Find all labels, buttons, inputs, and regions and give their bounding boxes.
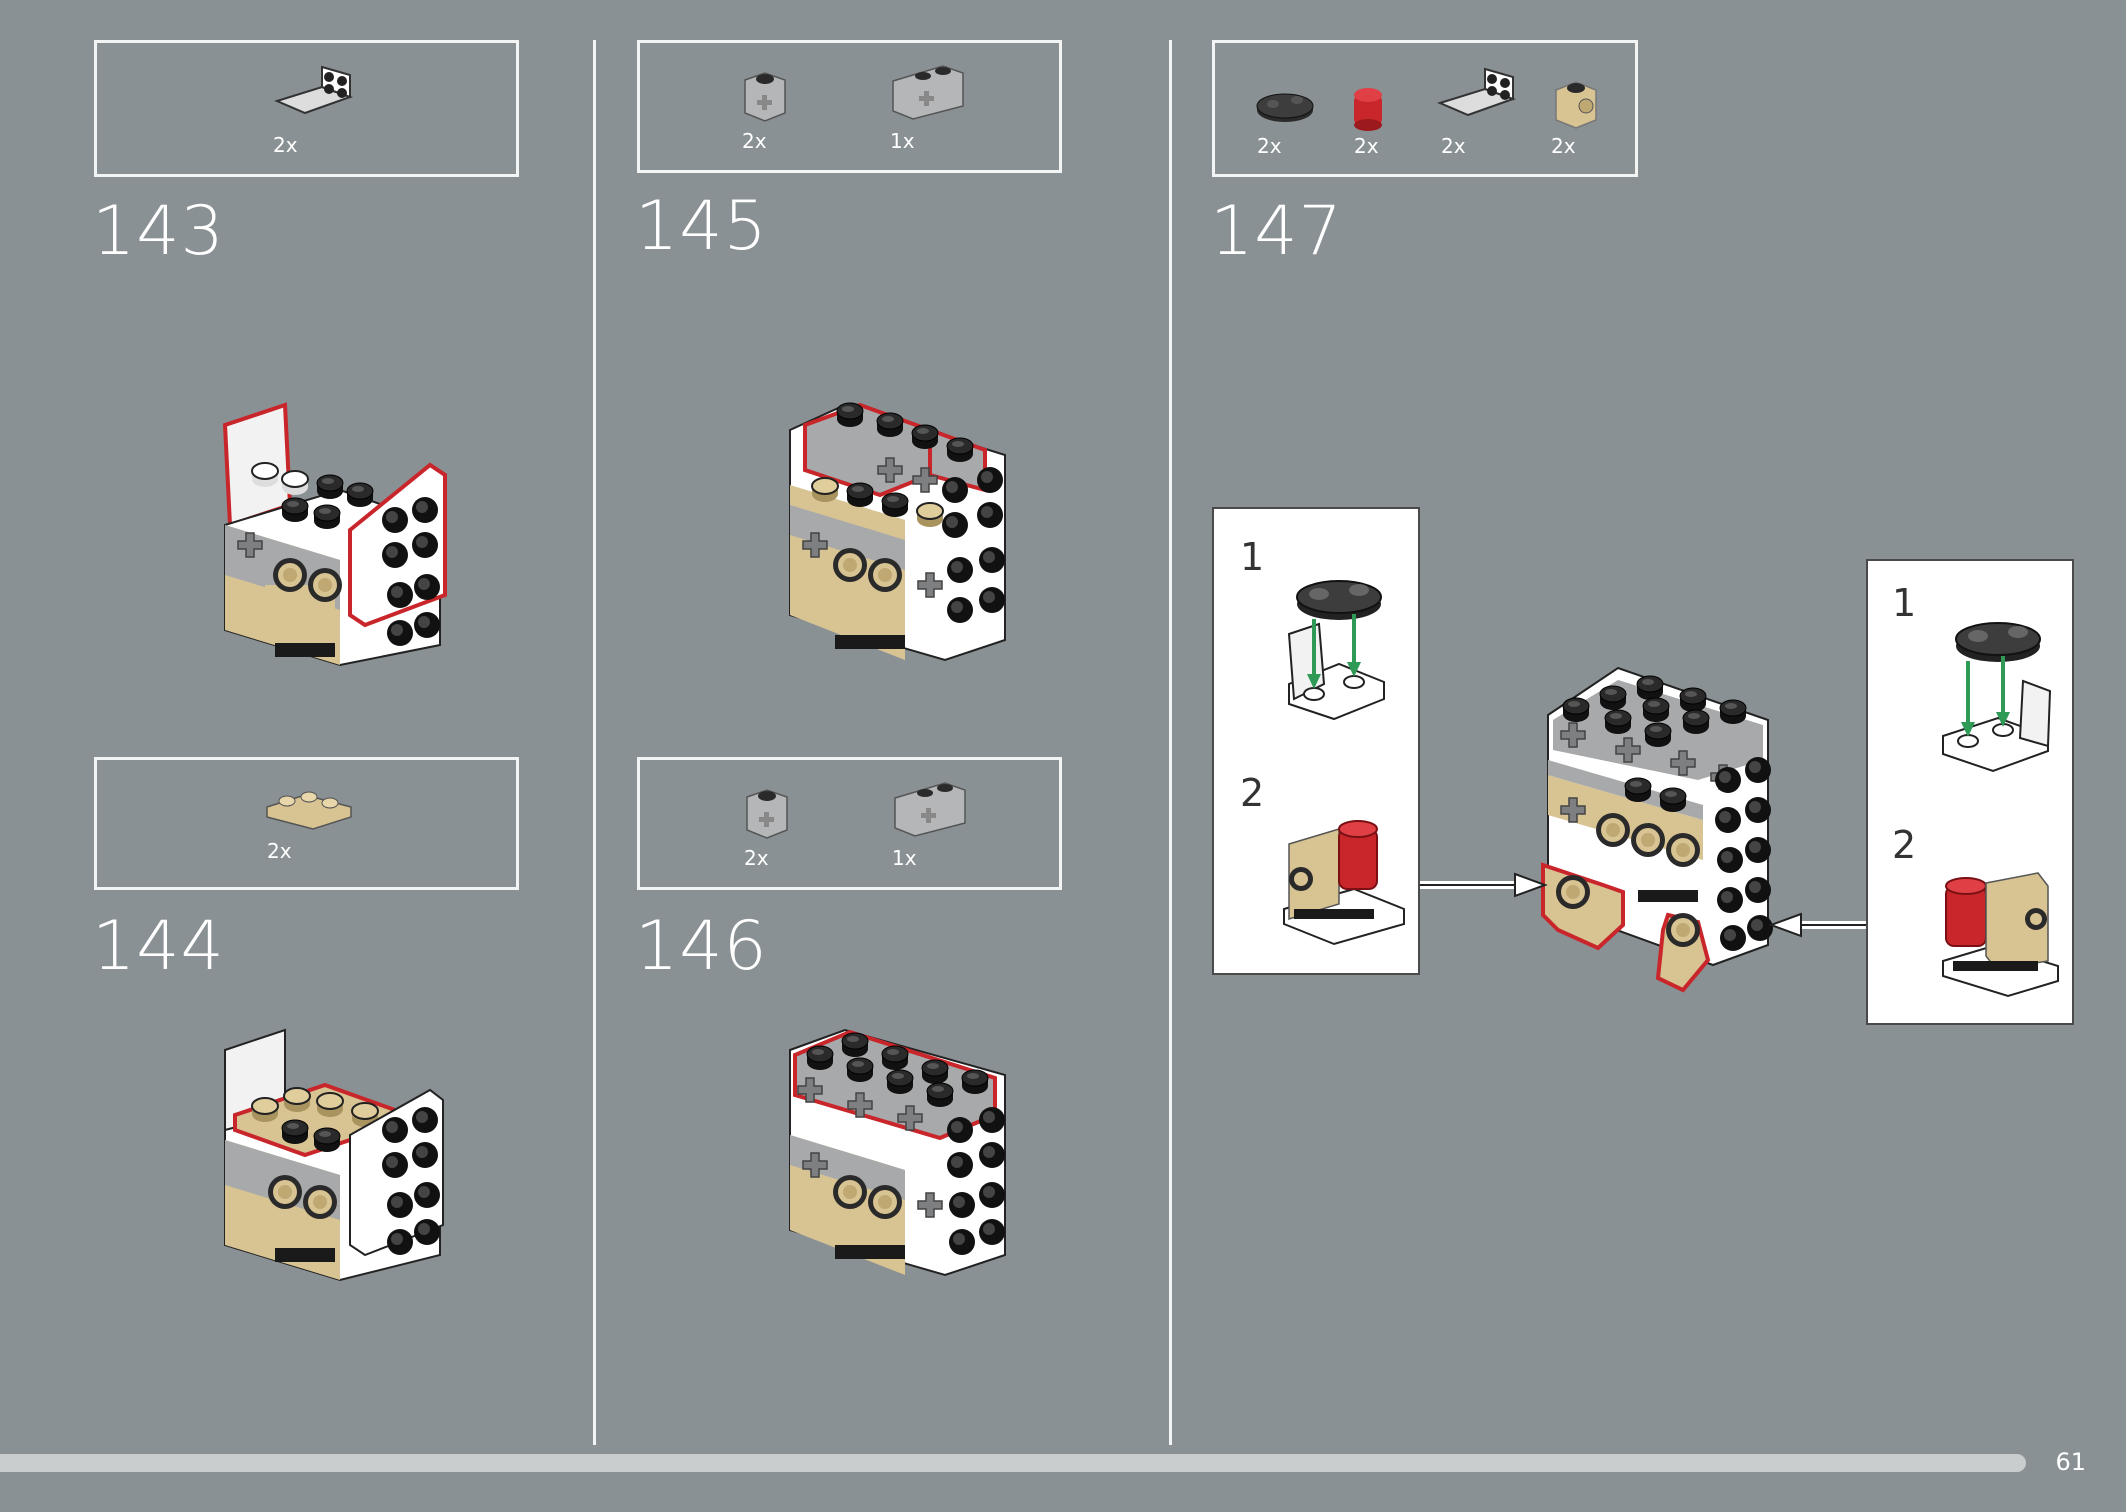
bracket-part-icon: [274, 65, 353, 115]
substep-callout-left: 1 2: [1212, 507, 1420, 975]
arrow-right-icon: [1420, 872, 1548, 898]
substep-label: 1: [1240, 535, 1265, 579]
step-number: 145: [635, 187, 768, 266]
plate-to-bracket-illustration: [1287, 580, 1385, 721]
step-143-model: [222, 402, 447, 667]
part-qty: 1x: [890, 129, 915, 153]
part-qty: 2x: [742, 129, 767, 153]
part-qty: 2x: [1257, 134, 1282, 158]
step-number: 144: [92, 907, 225, 986]
red-round-brick-icon: [1354, 88, 1382, 131]
technic-brick-1x2-icon: [894, 782, 966, 837]
plate-to-bracket-illustration: [1942, 622, 2052, 773]
part-qty: 2x: [273, 133, 298, 157]
red-and-tan-assembly-illustration: [1283, 820, 1405, 946]
part-qty: 1x: [892, 846, 917, 870]
bracket-part-icon: [1437, 67, 1516, 117]
corner-plate-part-icon: [266, 791, 352, 830]
substep-label: 2: [1892, 823, 1917, 867]
parts-list-145: 2x 1x: [637, 40, 1062, 173]
step-145-model: [789, 402, 1006, 662]
step-146-model: [789, 1028, 1006, 1277]
parts-list-144: 2x: [94, 757, 519, 890]
part-qty: 2x: [267, 839, 292, 863]
part-qty: 2x: [1441, 134, 1466, 158]
dark-grey-plate-icon: [1256, 93, 1314, 122]
page-number: 61: [2055, 1448, 2086, 1476]
substep-label: 2: [1240, 771, 1265, 815]
step-number: 147: [1210, 192, 1343, 271]
parts-list-143: 2x: [94, 40, 519, 177]
technic-brick-1x2-icon: [892, 65, 964, 120]
part-qty: 2x: [744, 846, 769, 870]
parts-list-147: 2x 2x 2x 2x: [1212, 40, 1638, 177]
step-144-model: [224, 1028, 444, 1282]
column-divider-right: [1169, 40, 1172, 1445]
part-qty: 2x: [1551, 134, 1576, 158]
part-qty: 2x: [1354, 134, 1379, 158]
step-number: 146: [635, 907, 768, 986]
arrow-left-icon: [1768, 912, 1866, 938]
parts-list-146: 2x 1x: [637, 757, 1062, 890]
technic-brick-1x1-icon: [746, 789, 788, 839]
step-number: 143: [92, 192, 225, 271]
technic-brick-1x1-icon: [744, 72, 786, 122]
substep-label: 1: [1892, 581, 1917, 625]
step-147-model: [1541, 666, 1773, 993]
progress-bar: [0, 1454, 2026, 1472]
tan-side-stud-brick-icon: [1555, 81, 1597, 129]
substep-callout-right: 1 2: [1866, 559, 2074, 1025]
column-divider-left: [593, 40, 596, 1445]
red-and-tan-assembly-illustration: [1942, 872, 2059, 998]
